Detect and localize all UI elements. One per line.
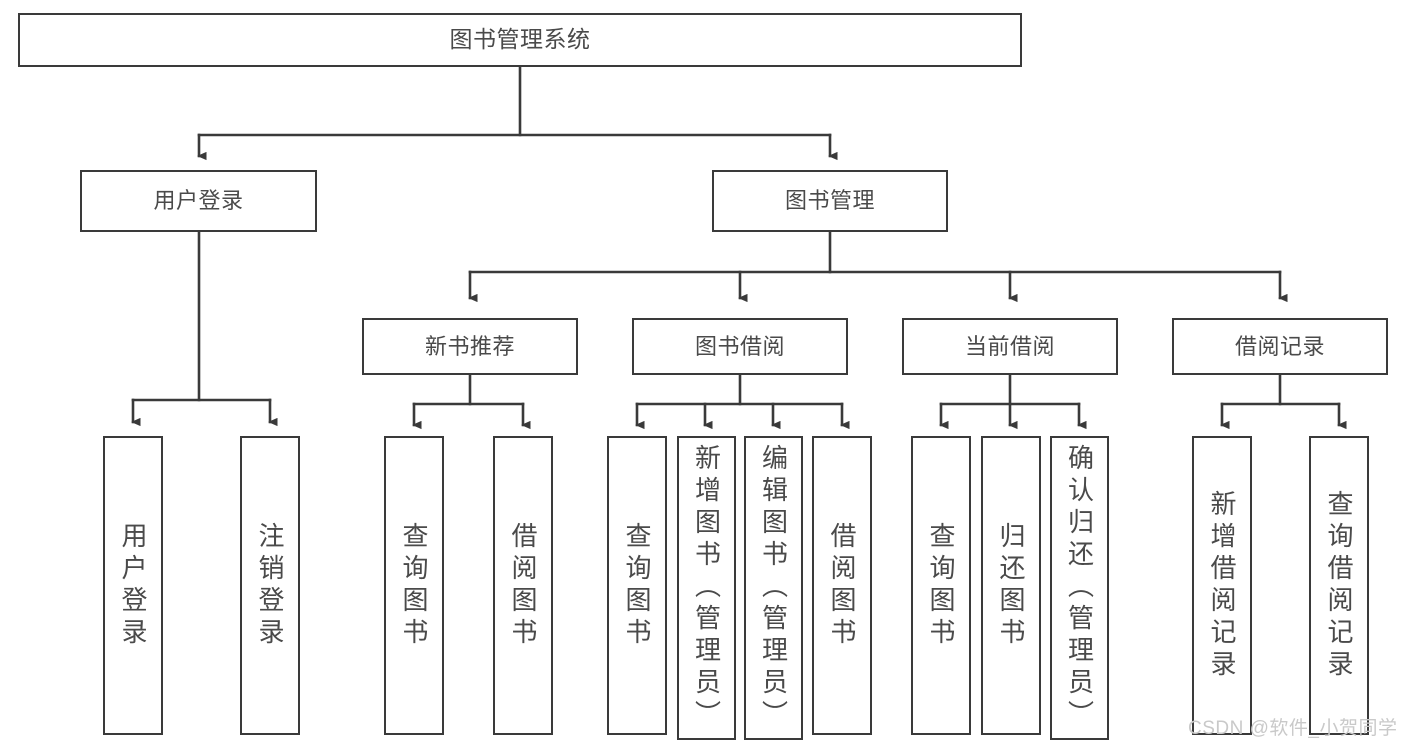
node-label: 图书管理系统 [449, 26, 591, 53]
node-label: 编辑图书（管理员） [758, 444, 789, 732]
watermark-text: CSDN @软件_小贺同学 [1188, 718, 1398, 739]
node-book-management[interactable]: 图书管理 [712, 170, 948, 232]
node-root-library-system[interactable]: 图书管理系统 [18, 13, 1022, 67]
leaf-new-book-borrow[interactable]: 借阅图书 [493, 436, 553, 735]
node-label: 用户登录 [153, 188, 244, 214]
node-label: 图书管理 [784, 188, 875, 214]
leaf-current-borrow-return[interactable]: 归还图书 [981, 436, 1041, 735]
leaf-borrow-record-add[interactable]: 新增借阅记录 [1192, 436, 1252, 735]
node-label: 借阅图书 [827, 521, 857, 650]
node-label: 用户登录 [118, 521, 148, 650]
node-label: 借阅图书 [508, 521, 538, 650]
node-current-borrow[interactable]: 当前借阅 [902, 318, 1118, 375]
node-label: 查询借阅记录 [1324, 489, 1354, 682]
node-label: 确认归还（管理员） [1064, 444, 1095, 732]
leaf-book-borrow-add-admin[interactable]: 新增图书（管理员） [677, 436, 736, 740]
node-label: 归还图书 [996, 521, 1026, 650]
node-label: 新增借阅记录 [1207, 489, 1237, 682]
leaf-user-login-logout[interactable]: 注销登录 [240, 436, 300, 735]
node-label: 借阅记录 [1234, 333, 1325, 359]
node-label: 查询图书 [622, 521, 652, 650]
node-borrow-record[interactable]: 借阅记录 [1172, 318, 1388, 375]
node-book-borrow[interactable]: 图书借阅 [632, 318, 848, 375]
node-label: 新书推荐 [424, 333, 515, 359]
leaf-borrow-record-query[interactable]: 查询借阅记录 [1309, 436, 1369, 735]
node-label: 查询图书 [926, 521, 956, 650]
leaf-book-borrow-query[interactable]: 查询图书 [607, 436, 667, 735]
leaf-user-login-login[interactable]: 用户登录 [103, 436, 163, 735]
node-label: 当前借阅 [964, 333, 1055, 359]
leaf-current-borrow-confirm-admin[interactable]: 确认归还（管理员） [1050, 436, 1109, 740]
node-label: 图书借阅 [694, 333, 785, 359]
leaf-current-borrow-query[interactable]: 查询图书 [911, 436, 971, 735]
node-new-book-recommend[interactable]: 新书推荐 [362, 318, 578, 375]
node-label: 新增图书（管理员） [691, 444, 722, 732]
node-label: 注销登录 [255, 521, 285, 650]
leaf-new-book-query[interactable]: 查询图书 [384, 436, 444, 735]
leaf-book-borrow-edit-admin[interactable]: 编辑图书（管理员） [744, 436, 803, 740]
node-label: 查询图书 [399, 521, 429, 650]
leaf-book-borrow-borrow[interactable]: 借阅图书 [812, 436, 872, 735]
node-user-login[interactable]: 用户登录 [80, 170, 317, 232]
